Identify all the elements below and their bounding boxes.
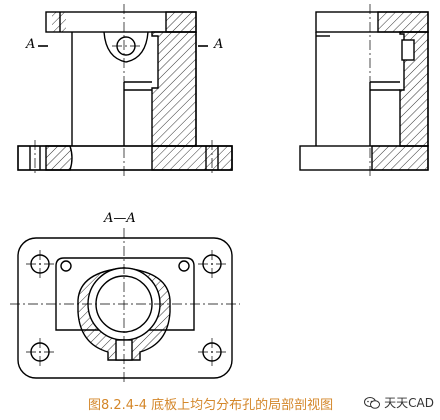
section-view — [17, 237, 233, 379]
chat-bubble-icon — [364, 396, 381, 409]
section-view-title: A—A — [104, 211, 136, 226]
figure-caption: 图8.2.4-4 底板上均匀分布孔的局部剖视图 — [88, 398, 334, 413]
front-centerlines — [34, 4, 213, 178]
front-view — [17, 11, 233, 171]
watermark-text: 天天CAD — [384, 396, 434, 410]
section-label-left: A — [26, 37, 36, 52]
watermark: 天天CAD — [364, 394, 434, 411]
side-view — [299, 11, 429, 171]
section-label-right: A — [214, 37, 224, 52]
section-centerlines — [10, 228, 240, 384]
